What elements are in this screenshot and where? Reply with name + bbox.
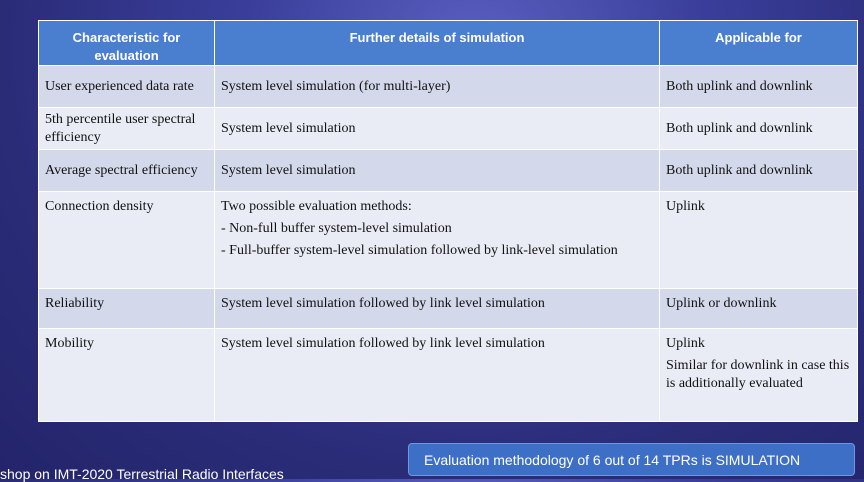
details-cell: System level simulation xyxy=(214,149,660,192)
applicable-cell: Uplink xyxy=(659,191,858,289)
table-header-row: Characteristic for evaluation Further de… xyxy=(38,20,858,66)
applicable-cell: Uplink or downlink xyxy=(659,288,858,329)
characteristic-cell: Average spectral efficiency xyxy=(38,149,215,192)
characteristic-cell: Connection density xyxy=(38,191,215,289)
characteristic-cell: 5th percentile user spectral efficiency xyxy=(38,107,215,150)
header-applicable: Applicable for xyxy=(659,20,858,66)
applicable-cell: Both uplink and downlink xyxy=(659,65,858,108)
applicable-cell: Both uplink and downlink xyxy=(659,149,858,192)
details-line: - Full-buffer system-level simulation fo… xyxy=(221,243,618,258)
table-row: Reliability System level simulation foll… xyxy=(38,288,858,329)
table-row: Mobility System level simulation followe… xyxy=(38,328,858,422)
header-characteristic: Characteristic for evaluation xyxy=(38,20,215,66)
characteristic-cell: Reliability xyxy=(38,288,215,329)
details-line: Two possible evaluation methods: xyxy=(221,199,412,214)
footer-text: shop on IMT-2020 Terrestrial Radio Inter… xyxy=(0,466,284,482)
summary-banner: Evaluation methodology of 6 out of 14 TP… xyxy=(408,443,855,476)
details-cell: System level simulation followed by link… xyxy=(214,328,660,422)
table-row: Average spectral efficiency System level… xyxy=(38,149,858,192)
characteristic-cell: User experienced data rate xyxy=(38,65,215,108)
details-cell: Two possible evaluation methods: - Non-f… xyxy=(214,191,660,289)
details-cell: System level simulation (for multi-layer… xyxy=(214,65,660,108)
details-cell: System level simulation followed by link… xyxy=(214,288,660,329)
characteristic-cell: Mobility xyxy=(38,328,215,422)
table-row: 5th percentile user spectral efficiency … xyxy=(38,107,858,150)
details-line: - Non-full buffer system-level simulatio… xyxy=(221,221,452,236)
applicable-line: Uplink xyxy=(666,336,705,351)
applicable-line: Similar for downlink in case this is add… xyxy=(666,358,850,391)
details-cell: System level simulation xyxy=(214,107,660,150)
applicable-cell: Uplink Similar for downlink in case this… xyxy=(659,328,858,422)
table-row: Connection density Two possible evaluati… xyxy=(38,191,858,289)
evaluation-table: Characteristic for evaluation Further de… xyxy=(38,20,858,422)
applicable-cell: Both uplink and downlink xyxy=(659,107,858,150)
header-details: Further details of simulation xyxy=(214,20,660,66)
table-row: User experienced data rate System level … xyxy=(38,65,858,108)
